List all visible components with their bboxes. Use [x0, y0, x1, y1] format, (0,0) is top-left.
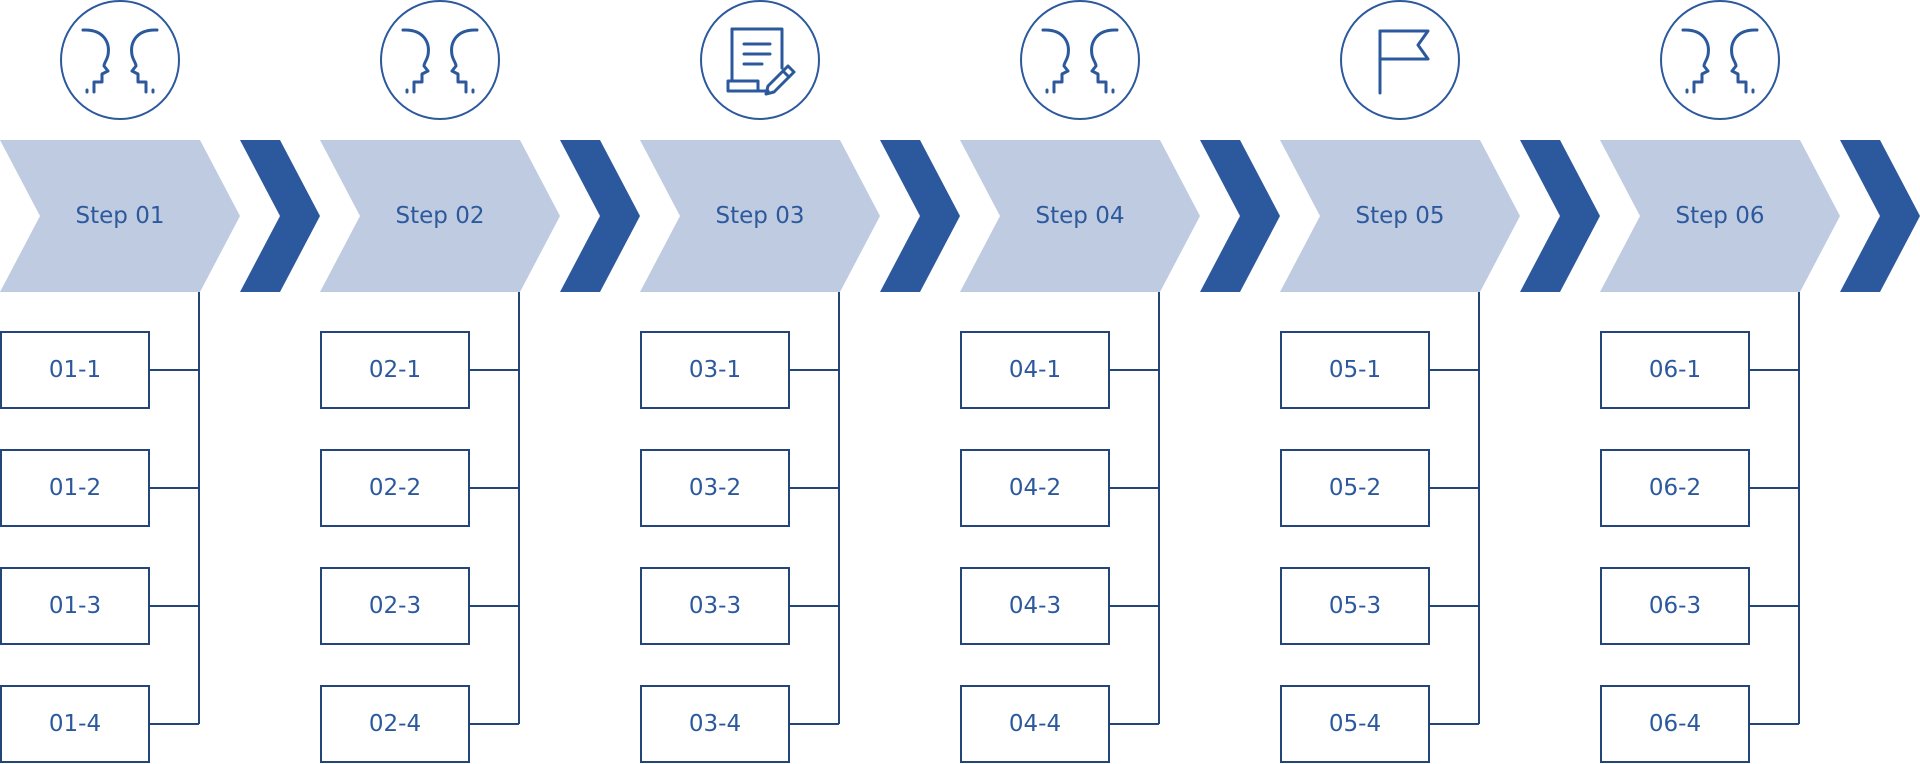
- sub-item-box: [1280, 331, 1430, 409]
- sub-item-box: [640, 685, 790, 763]
- step-label: Step 05: [1356, 203, 1445, 229]
- step-group-1: Step 01 01-1 01-2 01-3 01-4: [0, 0, 320, 763]
- sub-item-label: 01-2: [49, 475, 101, 501]
- arrow-connector: [560, 140, 640, 292]
- sub-item-label: 02-1: [369, 357, 421, 383]
- sub-item-label: 03-1: [689, 357, 741, 383]
- sub-item-label: 06-1: [1649, 357, 1701, 383]
- sub-item-box: [320, 567, 470, 645]
- sub-item-box: [320, 449, 470, 527]
- sub-item-box: [1280, 567, 1430, 645]
- sub-item-box: [0, 567, 150, 645]
- sub-item-box: [1600, 685, 1750, 763]
- faces-icon: [1041, 28, 1119, 94]
- sub-item-box: [960, 567, 1110, 645]
- arrow-connector: [240, 140, 320, 292]
- step-label: Step 04: [1036, 203, 1125, 229]
- sub-item-box: [960, 449, 1110, 527]
- sub-item-box: [640, 331, 790, 409]
- step-chevron: [0, 140, 240, 292]
- flag-icon: [1378, 29, 1430, 95]
- sub-item-label: 06-4: [1649, 711, 1701, 737]
- icon-circle: [60, 0, 180, 120]
- step-chevron: [960, 140, 1200, 292]
- faces-icon: [401, 28, 479, 94]
- sub-item-box: [1600, 567, 1750, 645]
- arrow-connector: [1200, 140, 1280, 292]
- sub-item-box: [960, 685, 1110, 763]
- sub-item-label: 02-2: [369, 475, 421, 501]
- step-label: Step 02: [396, 203, 485, 229]
- sub-item-box: [640, 449, 790, 527]
- sub-item-label: 05-1: [1329, 357, 1381, 383]
- sub-item-box: [320, 685, 470, 763]
- sub-item-box: [0, 331, 150, 409]
- step-chevron: [1600, 140, 1840, 292]
- step-group-4: Step 04 04-1 04-2 04-3 04-4: [960, 0, 1280, 763]
- sub-item-label: 04-3: [1009, 593, 1061, 619]
- sub-item-label: 03-2: [689, 475, 741, 501]
- sub-item-label: 05-3: [1329, 593, 1381, 619]
- step-group-5: Step 05 05-1 05-2 05-3 05-4: [1280, 0, 1600, 763]
- sub-item-label: 06-2: [1649, 475, 1701, 501]
- sub-item-box: [1280, 449, 1430, 527]
- sub-item-label: 02-4: [369, 711, 421, 737]
- step-chevron: [1280, 140, 1520, 292]
- sub-item-label: 04-1: [1009, 357, 1061, 383]
- icon-circle: [380, 0, 500, 120]
- sub-item-label: 01-3: [49, 593, 101, 619]
- sub-item-box: [0, 449, 150, 527]
- sub-item-box: [0, 685, 150, 763]
- step-chevron: [640, 140, 880, 292]
- icon-circle: [1660, 0, 1780, 120]
- sub-item-label: 01-4: [49, 711, 101, 737]
- sub-item-box: [1600, 331, 1750, 409]
- step-group-3: Step 03 03-1 03-2 03-3 03-4: [640, 0, 960, 763]
- step-chevron: [320, 140, 560, 292]
- sub-item-label: 05-4: [1329, 711, 1381, 737]
- sub-item-box: [640, 567, 790, 645]
- arrow-connector: [880, 140, 960, 292]
- step-label: Step 01: [76, 203, 165, 229]
- icon-circle: [1340, 0, 1460, 120]
- faces-icon: [1681, 28, 1759, 94]
- sub-item-label: 06-3: [1649, 593, 1701, 619]
- sub-item-label: 04-2: [1009, 475, 1061, 501]
- sub-item-box: [960, 331, 1110, 409]
- sub-item-label: 04-4: [1009, 711, 1061, 737]
- arrow-connector: [1520, 140, 1600, 292]
- sub-item-label: 05-2: [1329, 475, 1381, 501]
- faces-icon: [81, 28, 159, 94]
- step-label: Step 03: [716, 203, 805, 229]
- sub-item-label: 03-4: [689, 711, 741, 737]
- sub-item-label: 03-3: [689, 593, 741, 619]
- sub-item-label: 02-3: [369, 593, 421, 619]
- sub-item-box: [1280, 685, 1430, 763]
- step-group-2: Step 02 02-1 02-2 02-3 02-4: [320, 0, 640, 763]
- icon-circle: [700, 0, 820, 120]
- step-label: Step 06: [1676, 203, 1765, 229]
- step-group-6: Step 06 06-1 06-2 06-3 06-4: [1600, 0, 1920, 763]
- document-pen-icon: [726, 27, 796, 96]
- sub-item-box: [1600, 449, 1750, 527]
- sub-item-label: 01-1: [49, 357, 101, 383]
- icon-circle: [1020, 0, 1140, 120]
- sub-item-box: [320, 331, 470, 409]
- arrow-connector: [1840, 140, 1920, 292]
